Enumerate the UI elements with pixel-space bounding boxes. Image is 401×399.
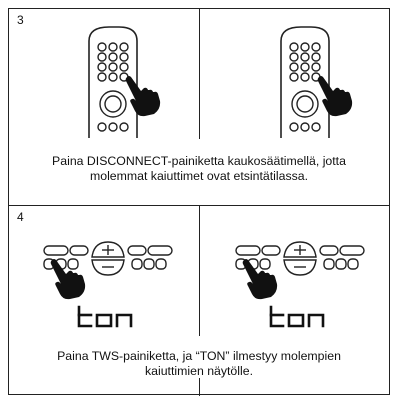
pointing-hand-icon bbox=[242, 259, 278, 300]
panel-divider bbox=[199, 9, 200, 139]
remote-illustration-right bbox=[271, 23, 361, 138]
remote-illustration-left bbox=[79, 23, 169, 138]
panel-divider bbox=[199, 206, 200, 336]
remote-control-icon bbox=[280, 26, 330, 138]
display-readout-left: ton bbox=[75, 305, 137, 328]
caption-line: Paina TWS-painiketta, ja “TON” ilmestyy … bbox=[57, 349, 341, 363]
caption-line: Paina DISCONNECT-painiketta kaukosäätime… bbox=[52, 154, 346, 168]
step-4-panel: 4 bbox=[8, 205, 390, 396]
pointing-hand-icon bbox=[50, 259, 86, 300]
step-4-caption: Paina TWS-painiketta, ja “TON” ilmestyy … bbox=[9, 349, 389, 379]
step-3-caption: Paina DISCONNECT-painiketta kaukosäätime… bbox=[9, 154, 389, 184]
pointing-hand-icon bbox=[317, 76, 353, 117]
display-readout-right: ton bbox=[267, 305, 329, 328]
speaker-buttons-left bbox=[42, 240, 192, 300]
panel-divider bbox=[199, 378, 200, 396]
segment-display-icon bbox=[77, 305, 133, 328]
step-3-panel: 3 bbox=[8, 8, 390, 206]
step-number: 4 bbox=[17, 210, 24, 224]
volume-buttons-icon bbox=[235, 241, 365, 276]
pointing-hand-icon bbox=[125, 76, 161, 117]
caption-line: kaiuttimien näytölle. bbox=[145, 364, 253, 378]
segment-display-icon bbox=[269, 305, 325, 328]
step-number: 3 bbox=[17, 13, 24, 27]
caption-line: molemmat kaiuttimet ovat etsintätilassa. bbox=[89, 169, 308, 183]
remote-control-icon bbox=[88, 26, 138, 138]
speaker-buttons-right bbox=[234, 240, 384, 300]
